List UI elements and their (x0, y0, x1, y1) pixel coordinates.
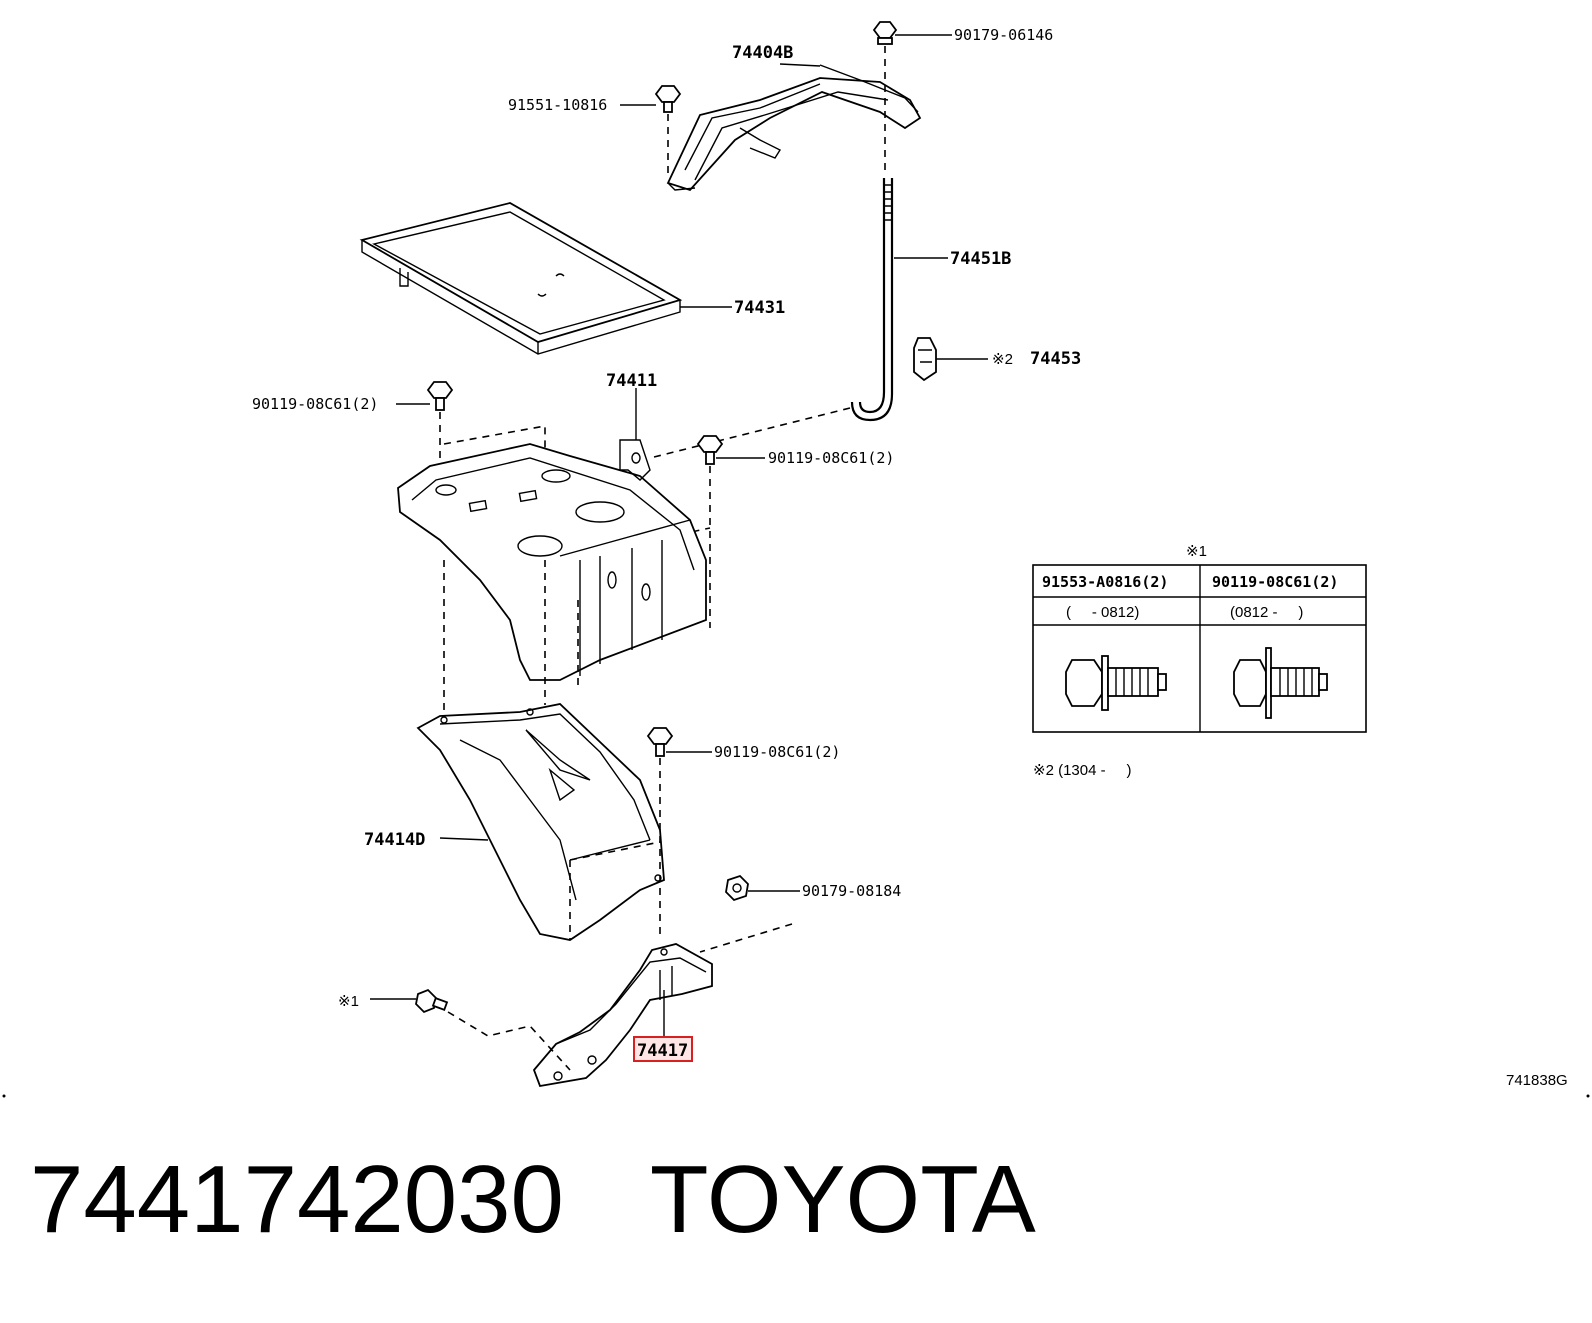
table-col2-range: (0812 - ) (1230, 604, 1303, 621)
note-mark2: ※2 (1304 - ) (1033, 762, 1131, 779)
bolt-variant-table: ※1 91553-A0816(2) 90119-08C61(2) ( - 081… (1032, 543, 1367, 733)
washer-bolt-icon (1233, 647, 1328, 719)
label-90119-upper-left: 90119-08C61(2) (252, 395, 378, 413)
label-74453-mark: ※2 (992, 351, 1013, 368)
brand-name: TOYOTA (649, 1146, 1036, 1253)
battery-hold-down-clamp (666, 64, 922, 192)
label-74414D: 74414D (364, 830, 425, 850)
label-74451B: 74451B (950, 249, 1011, 269)
bolt-91551-10816 (654, 85, 682, 113)
battery-tray (359, 202, 683, 355)
flange-bolt-icon (1065, 655, 1167, 711)
part-number: 7441742030 (30, 1146, 564, 1253)
battery-carrier-stay (532, 943, 713, 1088)
label-74431: 74431 (734, 298, 785, 318)
highlight-box (633, 1036, 693, 1062)
label-74453: 74453 (1030, 349, 1081, 369)
table-col2-part: 90119-08C61(2) (1212, 573, 1338, 591)
table-col1-part: 91553-A0816(2) (1042, 573, 1168, 591)
label-mark1: ※1 (338, 993, 359, 1010)
bolt-90119-upper-left (426, 381, 454, 411)
label-74417: 74417 (637, 1041, 688, 1061)
label-74411: 74411 (606, 371, 657, 391)
table-col1-range: ( - 0812) (1066, 604, 1139, 621)
label-91551-10816: 91551-10816 (508, 96, 607, 114)
bolt-90119-lower (646, 727, 674, 757)
part-caption: 7441742030 TOYOTA (30, 1140, 1550, 1260)
label-90119-lower: 90119-08C61(2) (714, 743, 840, 761)
battery-support-lower (416, 703, 665, 941)
battery-clamp-rod (850, 178, 894, 422)
nut-90179-06146 (872, 21, 898, 45)
label-90119-upper-right: 90119-08C61(2) (768, 449, 894, 467)
label-74404B: 74404B (732, 43, 793, 63)
table-mark: ※1 (1186, 543, 1207, 560)
figure-code: 741838G (1506, 1072, 1568, 1089)
bolt-mark1 (415, 988, 449, 1014)
label-90179-08184: 90179-08184 (802, 882, 901, 900)
nut-90179-08184 (725, 874, 749, 902)
battery-carrier (397, 439, 707, 681)
clamp-clip (913, 337, 937, 382)
bolt-90119-upper-right (696, 435, 724, 465)
label-90179-06146: 90179-06146 (954, 26, 1053, 44)
